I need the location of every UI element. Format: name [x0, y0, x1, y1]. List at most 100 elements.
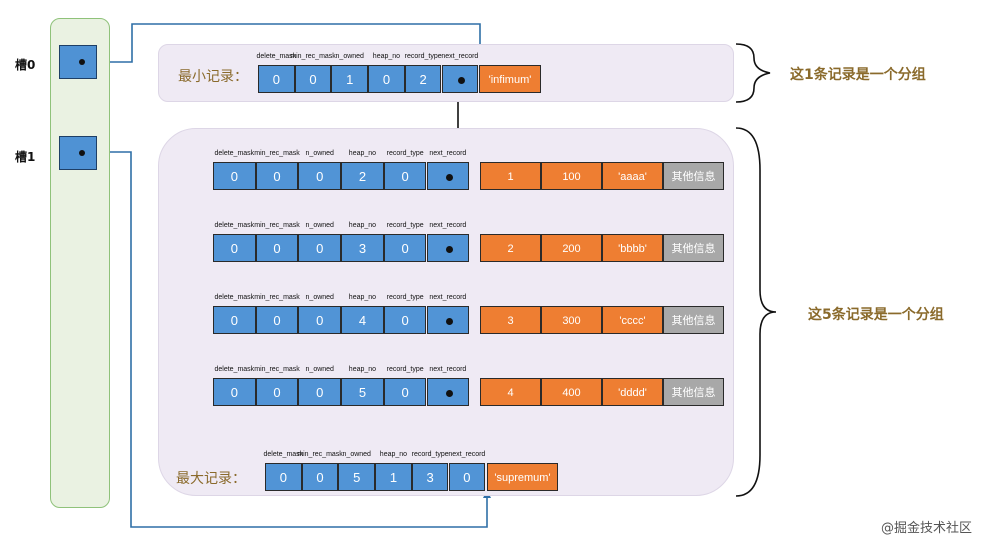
user-record-2-fieldname-0: delete_mask	[214, 294, 255, 301]
min-record-fieldname-2: n_owned	[335, 53, 364, 60]
user-record-0-col-0: 1	[480, 162, 541, 190]
user-record-1-fieldname-0: delete_mask	[214, 222, 255, 229]
min-record-field-5	[441, 65, 479, 93]
user-record-2-col-0: 3	[480, 306, 541, 334]
max-record-fieldname-2: n_owned	[342, 451, 371, 458]
user-record-1-field-value-2: 0	[316, 241, 324, 256]
user-record-2-field-value-3: 4	[358, 313, 367, 328]
user-record-3-field-value-4: 0	[401, 385, 409, 400]
min-record-field-1: 0	[294, 65, 332, 93]
user-record-0-fieldname-4: record_type	[386, 150, 424, 157]
user-record-3-extra: 其他信息	[663, 378, 724, 406]
slot-column	[50, 18, 110, 508]
max-record-field-value-0: 0	[279, 470, 287, 485]
user-record-3-field-0: 0	[213, 378, 256, 406]
user-record-1-col-1: 200	[541, 234, 602, 262]
user-record-2-field-value-2: 0	[316, 313, 324, 328]
user-record-1-fieldname-2: n_owned	[305, 222, 334, 229]
user-record-3-fieldname-4: record_type	[386, 366, 424, 373]
user-record-3-field-1: 0	[255, 378, 299, 406]
user-record-2-col-2: 'cccc'	[602, 306, 663, 334]
max-record-field-2: 5	[338, 463, 376, 491]
user-record-0-fieldname-0: delete_mask	[214, 150, 255, 157]
slot-1-to-supremum-arrow	[82, 151, 491, 528]
user-record-0-field-2: 0	[298, 162, 342, 190]
user-record-3-col-0: 4	[480, 378, 541, 406]
min-record-fieldname-4: record_type	[404, 53, 442, 60]
user-record-2-field-0: 0	[213, 306, 256, 334]
max-record-field-5: 0	[448, 463, 486, 491]
user-record-1-next-pointer-dot	[445, 246, 453, 253]
min-record-field-value-3: 0	[382, 72, 391, 87]
user-record-1-field-value-0: 0	[230, 241, 238, 256]
min-record-fieldname-1: min_rec_mask	[290, 53, 336, 60]
user-record-1-field-2: 0	[298, 234, 342, 262]
min-record-field-3: 0	[368, 65, 405, 93]
watermark: @掘金技术社区	[880, 521, 972, 536]
max-record-field-4: 3	[411, 463, 449, 491]
user-record-2-fieldname-5: next_record	[429, 294, 467, 301]
user-record-2-field-1: 0	[255, 306, 299, 334]
user-record-2-fieldname-2: n_owned	[305, 294, 334, 301]
right-brace-top	[735, 43, 771, 103]
user-record-2-next-pointer-dot	[445, 318, 453, 325]
user-record-3-fieldname-1: min_rec_mask	[254, 366, 300, 373]
min-record-field-value-1: 0	[309, 72, 317, 87]
user-record-3-fieldname-3: heap_no	[348, 366, 377, 373]
user-record-0-fieldname-3: heap_no	[348, 150, 377, 157]
min-record-field-value-2: 1	[346, 72, 354, 87]
user-record-0-field-value-0: 0	[230, 169, 238, 184]
min-record-field-2: 1	[331, 65, 369, 93]
max-record-fieldname-0: delete_mask	[263, 451, 304, 458]
user-record-2-field-value-1: 0	[273, 313, 281, 328]
user-record-2-col-1: 300	[541, 306, 602, 334]
max-record-field-value-2: 5	[353, 470, 361, 485]
user-record-3-field-value-3: 5	[358, 385, 367, 400]
user-record-2-extra: 其他信息	[663, 306, 724, 334]
max-record-field-value-1: 0	[316, 470, 324, 485]
min-record-fieldname-3: heap_no	[372, 53, 401, 60]
user-record-0-field-value-2: 0	[316, 169, 324, 184]
max-record-content: 'supremum'	[487, 463, 558, 491]
user-record-2-field-3: 4	[341, 306, 384, 334]
user-record-1-fieldname-3: heap_no	[348, 222, 377, 229]
user-record-0-field-1: 0	[255, 162, 299, 190]
user-record-1-col-2: 'bbbb'	[602, 234, 663, 262]
user-record-2-fieldname-1: min_rec_mask	[254, 294, 300, 301]
user-record-0-fieldname-1: min_rec_mask	[254, 150, 300, 157]
user-record-0-field-3: 2	[341, 162, 384, 190]
user-record-3-field-value-0: 0	[230, 385, 238, 400]
user-record-0-fieldname-2: n_owned	[305, 150, 334, 157]
user-record-3-field-value-2: 0	[316, 385, 324, 400]
max-record-field-1: 0	[301, 463, 339, 491]
slot-1-label: 槽1	[15, 150, 36, 164]
group-label-one: 这1条记录是一个分组	[790, 67, 926, 83]
slot-1-box	[59, 136, 97, 170]
min-record-label: 最小记录：	[178, 69, 248, 85]
user-record-0-field-value-1: 0	[273, 169, 281, 184]
user-record-0-field-0: 0	[213, 162, 256, 190]
user-record-2-field-2: 0	[298, 306, 342, 334]
user-record-1-field-value-1: 0	[273, 241, 281, 256]
max-record-field-value-5: 0	[463, 470, 471, 485]
user-record-0-field-value-3: 2	[358, 169, 367, 184]
user-record-3-field-2: 0	[298, 378, 342, 406]
user-record-1-field-value-3: 3	[358, 241, 367, 256]
max-record-fieldname-5: next_record	[448, 451, 486, 458]
user-record-2-fieldname-3: heap_no	[348, 294, 377, 301]
user-record-3-fieldname-5: next_record	[429, 366, 467, 373]
min-record-field-value-4: 2	[419, 72, 427, 87]
user-record-1-field-5	[426, 234, 470, 262]
user-record-3-field-4: 0	[383, 378, 427, 406]
user-record-0-extra: 其他信息	[663, 162, 724, 190]
slot-0-pointer-dot	[79, 59, 85, 65]
max-record-field-0: 0	[265, 463, 302, 491]
max-record-fieldname-1: min_rec_mask	[297, 451, 343, 458]
group-label-five: 这5条记录是一个分组	[808, 307, 944, 323]
min-record-next-pointer-dot	[457, 77, 465, 84]
min-record-field-4: 2	[404, 65, 442, 93]
user-record-2-field-4: 0	[383, 306, 427, 334]
max-record-field-3: 1	[375, 463, 412, 491]
slot-1-pointer-dot	[79, 150, 85, 156]
